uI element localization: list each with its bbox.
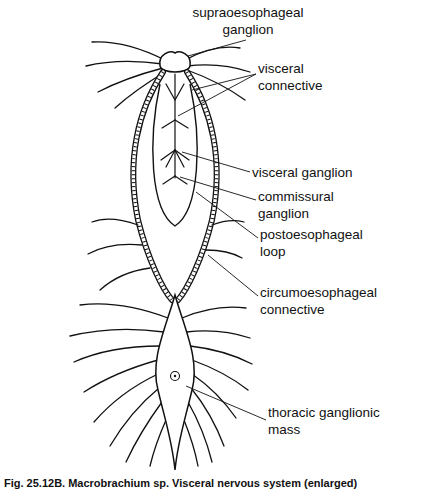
circumoesophageal-connectives xyxy=(133,72,216,300)
leader-lines xyxy=(178,40,266,420)
part-label: supraoesophageal ganglion xyxy=(188,4,308,38)
cerebral-nerves xyxy=(86,42,250,108)
part-label: visceral connective xyxy=(258,60,338,94)
part-label: circumoesophageal connective xyxy=(260,284,385,318)
connective-nerves xyxy=(88,219,244,290)
mass-circle xyxy=(171,372,180,381)
mass-dot xyxy=(174,375,176,377)
thoracic-ganglionic-mass xyxy=(156,295,195,470)
part-label: commissural ganglion xyxy=(258,188,348,222)
figure-caption: Fig. 25.12B. Macrobrachium sp. Visceral … xyxy=(4,476,357,490)
visceral-nerves xyxy=(161,74,189,184)
supraoesophageal-ganglion xyxy=(160,52,190,72)
part-label: thoracic ganglionic mass xyxy=(268,404,393,438)
part-label: visceral ganglion xyxy=(252,164,382,181)
part-label: postoesophageal loop xyxy=(260,226,372,260)
